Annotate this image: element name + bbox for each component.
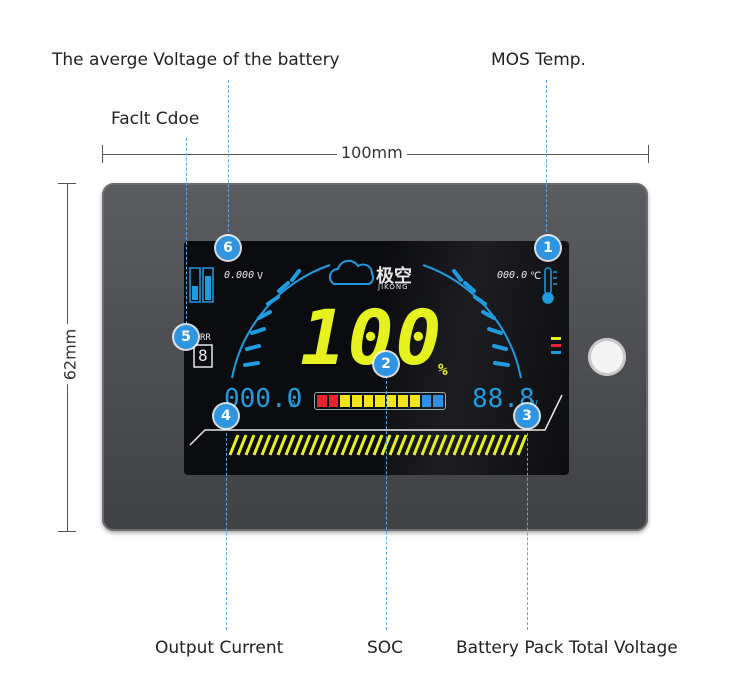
leader-avg-voltage (228, 80, 229, 237)
fault-digit: 8 (198, 346, 208, 365)
badge-5: 5 (174, 325, 198, 349)
leader-output-current (226, 428, 227, 630)
soc-bar-cell-yellow-7 (410, 395, 420, 407)
soc-bar (314, 392, 446, 410)
height-dimension: 62mm (60, 324, 80, 385)
soc-unit: % (438, 360, 448, 379)
badge-3: 3 (515, 404, 539, 428)
leader-fault-code (186, 138, 187, 324)
fault-prefix: RR (200, 333, 211, 343)
soc-bar-cell-blue-2 (433, 395, 444, 407)
avg-voltage-unit: V (257, 271, 264, 282)
leader-mos-temp (546, 80, 547, 237)
mos-temp-value: 000.0 (497, 270, 528, 281)
current-unit: A (290, 399, 297, 410)
soc-bar-cell-red (317, 395, 327, 407)
soc-bar-cell-yellow-4 (375, 395, 385, 407)
current-value: 000.0 (224, 384, 303, 414)
soc-value: 100 (300, 293, 444, 382)
leader-soc (386, 376, 387, 630)
soc-bar-cell-yellow-3 (363, 395, 374, 407)
soc-bar-cell-red-2 (328, 395, 339, 407)
label-mos-temp: MOS Temp. (491, 50, 586, 70)
label-soc: SOC (367, 638, 404, 658)
badge-2: 2 (374, 352, 398, 376)
brand-english: JIKONG (378, 283, 409, 291)
soc-bar-cell-yellow-5 (386, 395, 397, 407)
width-dimension: 100mm (337, 143, 407, 162)
label-avg-voltage: The averge Voltage of the battery (52, 50, 340, 70)
avg-voltage-value: 0.000 (224, 270, 255, 281)
mos-temp-unit: ℃ (530, 271, 542, 282)
mounting-hole (588, 338, 626, 376)
pack-voltage-unit: V (532, 399, 539, 410)
badge-1: 1 (536, 236, 560, 260)
badge-6: 6 (216, 236, 240, 260)
soc-bar-cell-yellow-6 (398, 395, 409, 407)
label-fault-code: Faclt Cdoe (111, 109, 200, 129)
brand-chinese: 极空 (376, 266, 412, 287)
label-output-current: Output Current (155, 638, 284, 658)
soc-bar-cell-yellow (340, 395, 350, 407)
soc-bar-cell-blue (421, 395, 432, 407)
soc-bar-cell-yellow-2 (351, 395, 362, 407)
badge-4: 4 (214, 404, 238, 428)
label-pack-voltage: Battery Pack Total Voltage (456, 638, 678, 658)
leader-pack-voltage (527, 428, 528, 630)
